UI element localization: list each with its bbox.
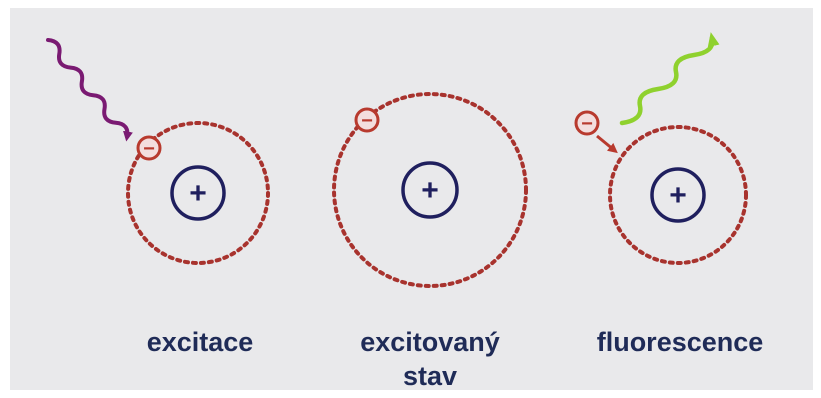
label-excitation: excitace <box>90 325 310 359</box>
electron: − <box>136 135 162 161</box>
orbit-ground-state <box>608 125 748 265</box>
label-fluorescence-text: fluorescence <box>596 327 764 357</box>
label-excited-state: excitovaný stav <box>320 325 540 393</box>
atom-excitation: + − <box>46 38 270 265</box>
wavy-arrow-icon <box>619 32 720 126</box>
label-fluorescence: fluorescence <box>560 325 800 359</box>
plus-symbol: + <box>421 174 439 207</box>
nucleus: + <box>401 161 459 219</box>
minus-symbol: − <box>581 113 593 135</box>
straight-arrow-icon <box>596 134 618 154</box>
plus-symbol: + <box>189 177 207 210</box>
nucleus: + <box>650 167 706 223</box>
orbit-excited-state <box>332 92 528 288</box>
minus-symbol: − <box>361 110 373 132</box>
electron: − <box>354 107 380 133</box>
minus-symbol: − <box>143 138 155 160</box>
plus-symbol: + <box>669 179 687 212</box>
atom-excited-state: + − <box>332 92 528 288</box>
label-excited-state-line2: stav <box>402 361 458 391</box>
atom-fluorescence: + − <box>574 32 748 265</box>
orbit-ground-state <box>126 121 270 265</box>
nucleus: + <box>170 165 226 221</box>
wavy-arrow-icon <box>46 38 133 142</box>
label-excitation-text: excitace <box>146 327 254 357</box>
electron: − <box>574 110 600 136</box>
label-excited-state-line1: excitovaný <box>360 327 500 357</box>
